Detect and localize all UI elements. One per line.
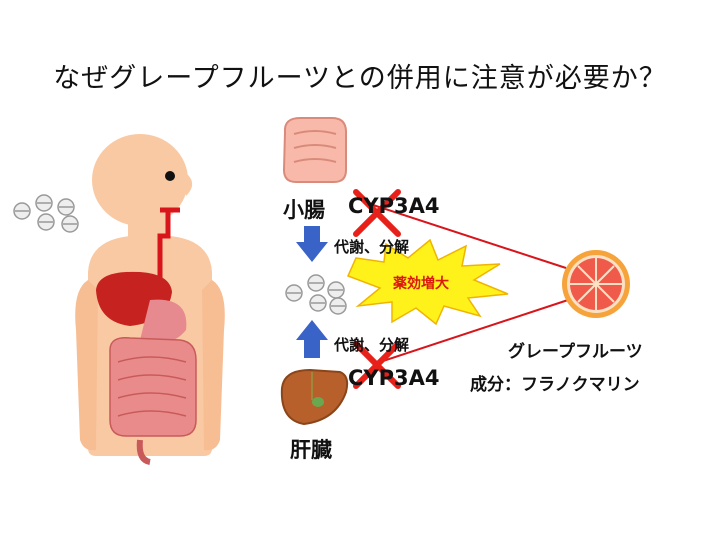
pill-icons-center: [285, 274, 347, 315]
cyp3a4-label-top: CYP3A4: [348, 194, 440, 218]
grapefruit-label: グレープフルーツ: [508, 342, 643, 362]
down-arrow-icon: [296, 226, 328, 262]
grapefruit-icon: [562, 250, 630, 318]
metabolism-label-top: 代謝、分解: [334, 238, 410, 256]
liver-label: 肝臓: [290, 438, 332, 462]
inhibition-line-bottom: [379, 299, 569, 363]
pill-icons-left: [13, 194, 79, 233]
person-body-illustration: [75, 134, 225, 465]
liver-illustration: [280, 368, 349, 426]
metabolism-label-bottom: 代謝、分解: [334, 336, 410, 354]
cross-mark-top-icon: [353, 189, 401, 237]
effect-increase-label: 薬効増大: [393, 276, 449, 292]
eye-icon: [165, 171, 175, 181]
small-intestine-illustration: [282, 117, 347, 183]
component-label: 成分：フラノクマリン: [470, 375, 640, 395]
starburst-shape: [346, 238, 509, 326]
slide-title: なぜグレープフルーツとの併用に注意が必要か？: [53, 63, 667, 94]
up-arrow-icon: [296, 320, 328, 358]
cross-mark-bottom-icon: [353, 341, 401, 389]
cyp3a4-label-bottom: CYP3A4: [348, 366, 440, 390]
inhibition-line-top: [369, 203, 567, 269]
small-intestine-label: 小腸: [283, 198, 325, 222]
